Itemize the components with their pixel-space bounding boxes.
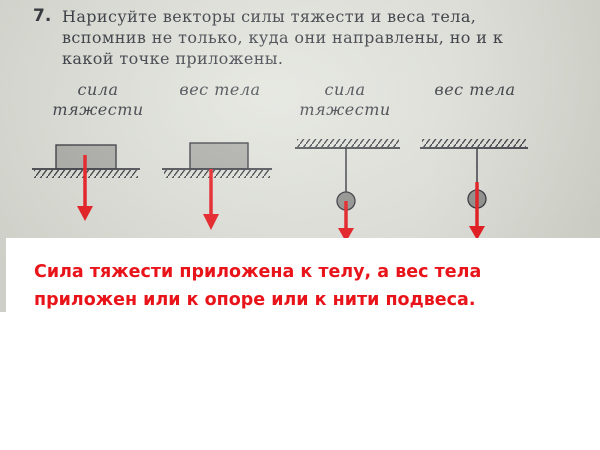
ceiling-hatching: [422, 139, 526, 147]
figure-4: [420, 139, 528, 240]
figure-3-label: сила тяжести: [295, 80, 395, 120]
gravity-arrow: [77, 155, 93, 221]
ceiling-hatching: [297, 139, 399, 147]
figure-label-line: тяжести: [299, 100, 391, 119]
task-number: 7.: [33, 6, 52, 26]
task-text: Нарисуйте векторы силы тяжести и веса те…: [62, 6, 542, 69]
gravity-arrow: [338, 201, 354, 242]
figure-label-line: тяжести: [52, 100, 144, 119]
figure-label-line: вес тела: [179, 80, 261, 99]
figure-label-line: сила: [77, 80, 119, 99]
textbook-photo: 7. Нарисуйте векторы силы тяжести и веса…: [0, 0, 600, 312]
figure-2-label: вес тела: [165, 80, 275, 100]
weight-arrow: [203, 169, 219, 230]
figure-1: [32, 144, 140, 221]
figure-label-line: сила: [324, 80, 366, 99]
figure-1-label: сила тяжести: [48, 80, 148, 120]
answer-text: Сила тяжести приложена к телу, а вес тел…: [34, 258, 594, 314]
answer-line: Сила тяжести приложена к телу, а вес тел…: [34, 262, 482, 282]
support-hatching: [164, 170, 270, 178]
block: [189, 142, 249, 170]
weight-arrow: [469, 182, 485, 240]
figures-drawing: [32, 139, 528, 242]
task-line: какой точке приложены.: [62, 49, 284, 68]
figure-4-label: вес тела: [420, 80, 530, 100]
answer-line: приложен или к опоре или к нити подвеса.: [34, 290, 476, 310]
figure-2: [162, 142, 272, 230]
answer-panel: [6, 238, 600, 450]
task-line: вспомнив не только, куда они направлены,…: [62, 28, 504, 47]
task-line: Нарисуйте векторы силы тяжести и веса те…: [62, 7, 477, 26]
figure-label-line: вес тела: [434, 80, 516, 99]
figure-3: [295, 139, 400, 242]
